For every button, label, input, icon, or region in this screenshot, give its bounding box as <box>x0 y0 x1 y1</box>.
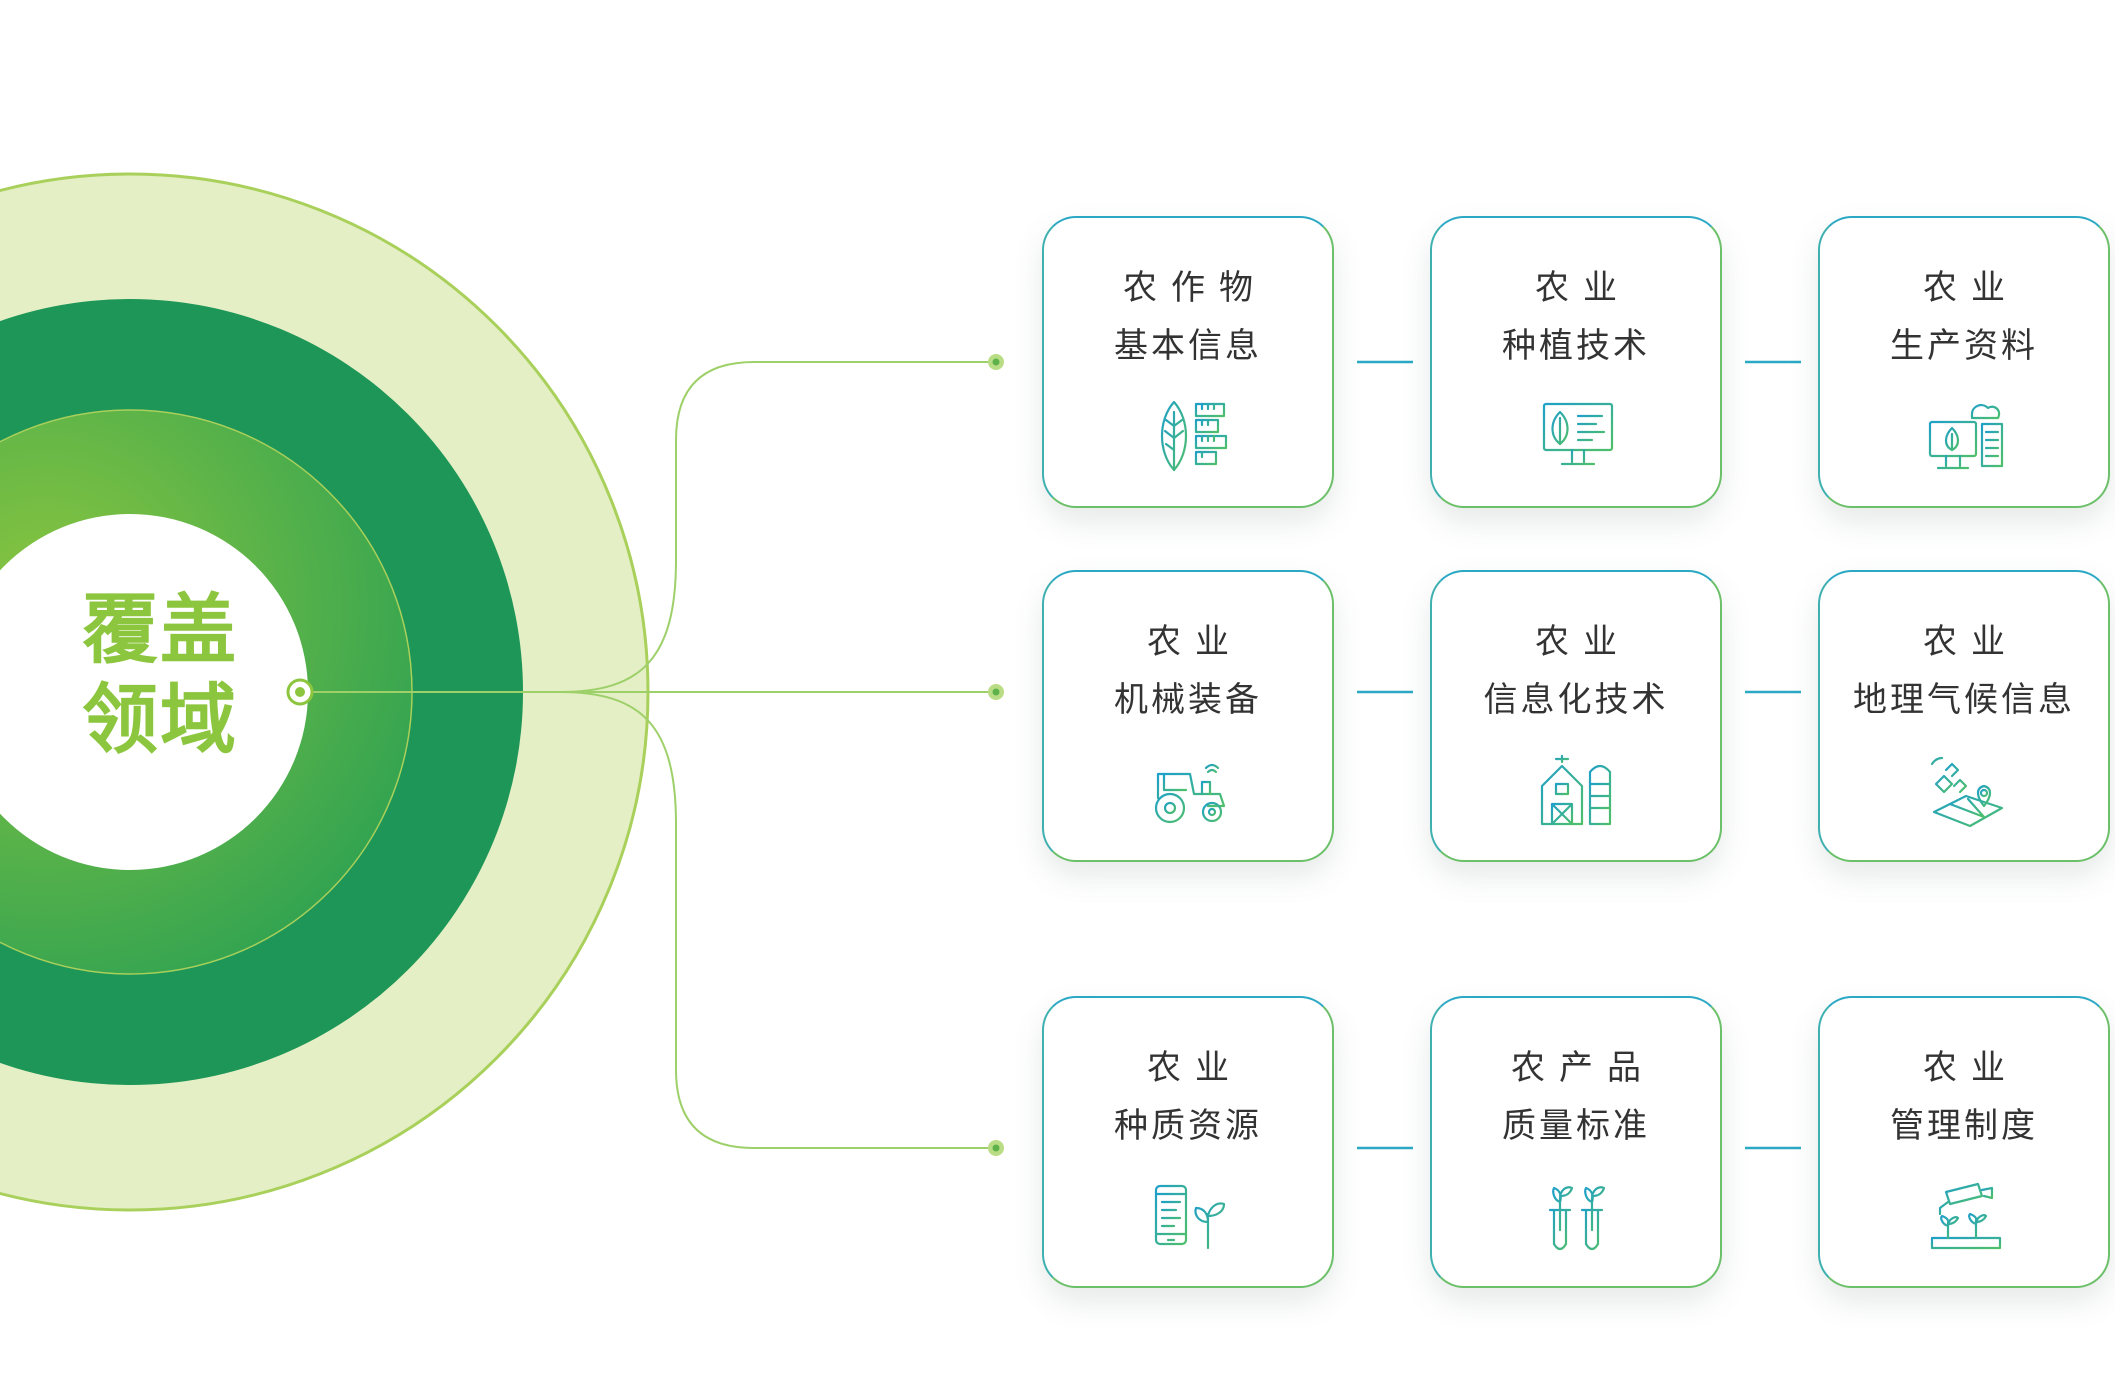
card-line2: 信息化技术 <box>1483 680 1669 720</box>
test-tube-plant-icon <box>1538 1176 1618 1256</box>
card-machinery-equipment[interactable]: 农业 机械装备 <box>1042 570 1334 862</box>
card-line2: 种植技术 <box>1502 326 1650 366</box>
origin-node <box>286 678 314 706</box>
card-geographic-climate-info[interactable]: 农业 地理气候信息 <box>1818 570 2110 862</box>
card-line2: 地理气候信息 <box>1853 680 2075 720</box>
branch-nodes <box>988 354 1004 1156</box>
card-line1: 农业 <box>1147 622 1243 662</box>
card-germplasm-resources[interactable]: 农业 种质资源 <box>1042 996 1334 1288</box>
card-line2: 生产资料 <box>1890 326 2038 366</box>
tractor-icon <box>1150 750 1230 830</box>
card-production-materials[interactable]: 农业 生产资料 <box>1818 216 2110 508</box>
leaf-ruler-icon <box>1150 396 1230 476</box>
card-line1: 农业 <box>1535 622 1631 662</box>
center-title: 覆盖 领域 <box>40 585 280 765</box>
card-line1: 农业 <box>1923 268 2019 308</box>
card-management-system[interactable]: 农业 管理制度 <box>1818 996 2110 1288</box>
camera-seedling-icon <box>1926 1176 2006 1256</box>
card-information-technology[interactable]: 农业 信息化技术 <box>1430 570 1722 862</box>
card-line2: 基本信息 <box>1114 326 1262 366</box>
center-title-line2: 领域 <box>82 675 238 764</box>
card-line1: 农作物 <box>1123 268 1267 308</box>
card-dividers <box>1357 360 1801 1150</box>
monitor-leaf-icon <box>1538 396 1618 476</box>
card-line2: 种质资源 <box>1114 1106 1262 1146</box>
card-line1: 农业 <box>1147 1048 1243 1088</box>
card-line1: 农业 <box>1535 268 1631 308</box>
card-line2: 质量标准 <box>1502 1106 1650 1146</box>
computer-cloud-server-icon <box>1926 396 2006 476</box>
phone-sprout-icon <box>1150 1176 1230 1256</box>
center-title-line1: 覆盖 <box>82 585 238 674</box>
card-line1: 农业 <box>1923 1048 2019 1088</box>
card-crop-basic-info[interactable]: 农作物 基本信息 <box>1042 216 1334 508</box>
card-line2: 管理制度 <box>1890 1106 2038 1146</box>
barn-silo-icon <box>1538 750 1618 830</box>
satellite-map-icon <box>1926 750 2006 830</box>
inner-disc <box>0 514 308 870</box>
card-line2: 机械装备 <box>1114 680 1262 720</box>
card-quality-standards[interactable]: 农产品 质量标准 <box>1430 996 1722 1288</box>
card-line1: 农产品 <box>1511 1048 1655 1088</box>
card-line1: 农业 <box>1923 622 2019 662</box>
connector-lines <box>300 361 996 1149</box>
card-planting-technology[interactable]: 农业 种植技术 <box>1430 216 1722 508</box>
